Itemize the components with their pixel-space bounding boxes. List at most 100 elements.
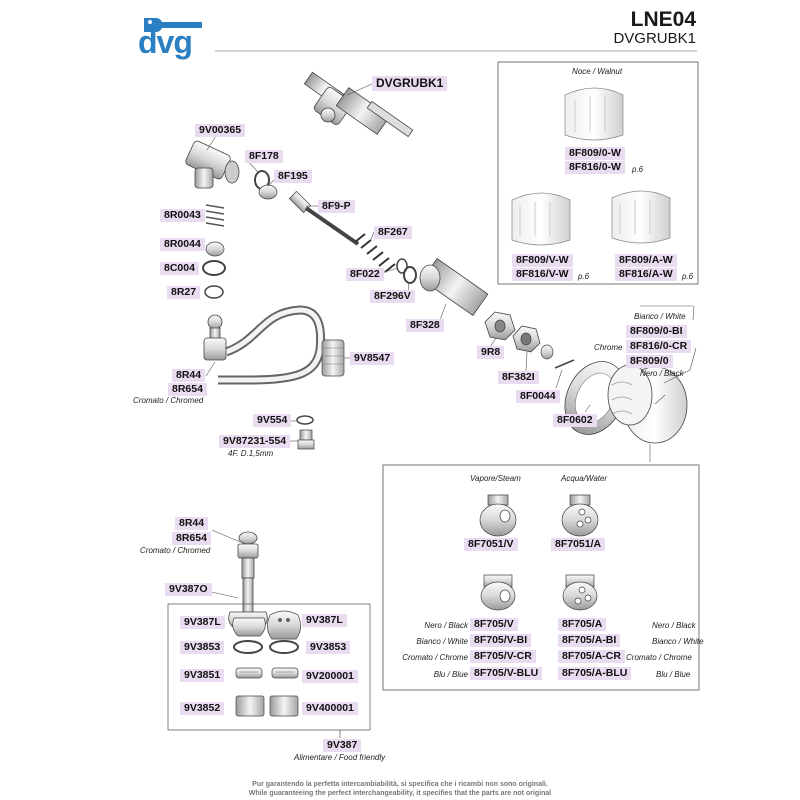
part-label: 9V387L: [180, 616, 225, 629]
part-label: 8R44: [175, 517, 209, 530]
part-label: 8F9-P: [318, 200, 355, 213]
brand-name: dvg: [138, 24, 193, 60]
knob-code: 8F809/A-W: [615, 254, 677, 267]
part-label: 8R654: [168, 383, 207, 396]
insert-code: 8F705/V-CR: [470, 650, 536, 663]
chrome-label: Chrome: [594, 343, 623, 352]
footer-line-en: While guaranteeing the perfect interchan…: [248, 790, 552, 797]
part-label: 9V87231-554: [219, 435, 291, 448]
knob-code: 8F816/A-W: [615, 268, 677, 281]
finish-label: Cromato / Chrome: [402, 653, 468, 662]
black-label: Nero / Black: [640, 369, 684, 378]
spring-large: [354, 233, 396, 273]
finish-label: Nero / Black: [652, 621, 696, 630]
part-label: 8R654: [172, 532, 211, 545]
insert-code: 8F705/V-BLU: [470, 667, 543, 680]
tip-parts: [232, 610, 301, 717]
finish-label: Blu / Blue: [433, 670, 468, 679]
part-label: 9V554: [253, 414, 292, 427]
knob-code: 8F816/V-W: [512, 268, 573, 281]
elbow-fitting: [185, 140, 240, 189]
pipe-fitting: [203, 314, 227, 361]
part-label: 9V3852: [180, 702, 225, 715]
knob-code: 8F809/0-W: [565, 147, 625, 160]
finish-label: Bianco / White: [416, 637, 468, 646]
walnut-knobs: [511, 87, 671, 246]
insert-code: 8F7051/V: [464, 538, 518, 551]
knob-code: 8F809/V-W: [512, 254, 573, 267]
white-finish-title: Bianco / White: [634, 312, 686, 321]
filter-cylinder: [321, 339, 345, 377]
page-ref: p.6: [632, 165, 644, 174]
part-label: 9V3853: [306, 641, 351, 654]
part-label: 9V387O: [165, 583, 212, 596]
part-label: 9V8547: [350, 352, 395, 365]
insert-code: 8F705/V: [470, 618, 518, 631]
part-label: 8R44: [172, 369, 206, 382]
part-label: 9R8: [477, 346, 505, 359]
page-ref: p.6: [578, 272, 590, 281]
part-label: 8F267: [374, 226, 412, 239]
part-label: 9V387L: [302, 614, 347, 627]
part-label: 8F178: [245, 150, 283, 163]
insert-graphics: [479, 494, 599, 611]
part-label: DVGRUBK1: [372, 76, 448, 91]
finish-label: Bianco / White: [652, 637, 704, 646]
knob-code: 8F816/0-W: [565, 161, 625, 174]
valve-body: [419, 258, 489, 316]
insert-code: 8F705/A: [558, 618, 607, 631]
finish-note: Cromato / Chromed: [133, 396, 204, 405]
part-label: 8F328: [406, 319, 444, 332]
insert-code: 8F705/A-CR: [558, 650, 625, 663]
part-label: 8F0602: [553, 414, 597, 427]
part-label: 8F0044: [516, 390, 560, 403]
part-label: 8F195: [274, 170, 312, 183]
document-code: LNE04: [630, 8, 696, 31]
insert-code: 8F705/V-BI: [470, 634, 532, 647]
insert-code: 8F7051/A: [551, 538, 606, 551]
walnut-title: Noce / Walnut: [572, 67, 623, 76]
insert-code: 8F705/A-BLU: [558, 667, 632, 680]
food-friendly-note: Alimentare / Food friendly: [294, 753, 386, 762]
part-label: 9V00365: [195, 124, 246, 137]
document-subcode: DVGRUBK1: [613, 30, 696, 47]
steam-pipe: [218, 305, 326, 385]
knob-box-frame: [497, 61, 699, 285]
part-label: 8R0044: [160, 238, 205, 251]
finish-label: Blu / Blue: [656, 670, 691, 679]
brand-logo: dvg: [138, 8, 208, 60]
hex-nut-2: [512, 325, 541, 353]
water-title: Acqua/Water: [561, 474, 608, 483]
footer-line-it: Pur garantendo la perfetta intercambiabi…: [252, 781, 548, 788]
pin-rod: [288, 190, 360, 246]
part-label: 8R27: [167, 286, 201, 299]
part-label: 8F296V: [370, 290, 415, 303]
part-label: 9V200001: [302, 670, 358, 683]
finish-label: Cromato / Chrome: [626, 653, 692, 662]
insert-code: 8F705/A-BI: [558, 634, 621, 647]
spring-small: [205, 204, 225, 227]
knob-code: 8F816/0-CR: [626, 340, 692, 353]
faucet-logo-icon: [144, 18, 202, 32]
part-label: 8C004: [160, 262, 199, 275]
valve-assembly: [303, 71, 414, 138]
part-label: 9V387: [323, 739, 362, 752]
knob-code: 8F809/0: [626, 355, 673, 368]
main-knob: [607, 364, 688, 444]
insert-box-frame: [382, 464, 700, 691]
part-label: 8F382I: [498, 371, 539, 384]
part-label: 9V400001: [302, 702, 358, 715]
thread-note: 4F. D.1,5mm: [228, 449, 274, 458]
part-label: 9V3851: [180, 669, 225, 682]
part-label: 8R0043: [160, 209, 205, 222]
finish-label: Nero / Black: [424, 621, 468, 630]
tip-assembly: [228, 531, 268, 629]
page-ref: p.6: [682, 272, 694, 281]
hex-nut-1: [484, 311, 516, 341]
steam-title: Vapore/Steam: [470, 474, 521, 483]
part-label: 9V3853: [180, 641, 225, 654]
part-label: 8F022: [346, 268, 384, 281]
knob-code: 8F809/0-BI: [626, 325, 687, 338]
finish-note: Cromato / Chromed: [140, 546, 211, 555]
